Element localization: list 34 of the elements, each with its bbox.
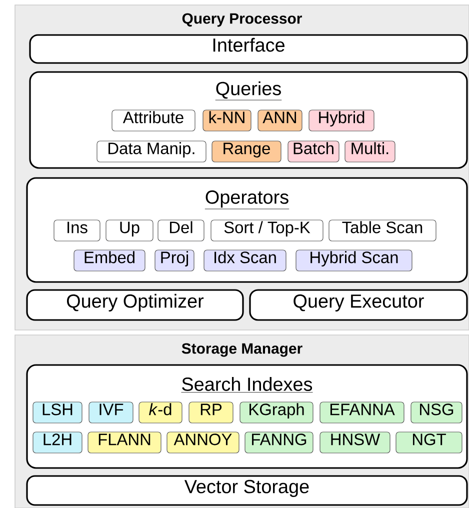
tag-chip: Sort / Top-K: [210, 220, 324, 242]
tag-chip: IVF: [88, 402, 134, 424]
tag-chip: Embed: [74, 250, 146, 272]
tag-chip: Ins: [54, 220, 100, 242]
tag-chip: Hybrid Scan: [296, 250, 412, 272]
tag-chip: k-d: [138, 402, 182, 424]
component-box: Query Optimizer: [26, 289, 244, 321]
tag-chip: HNSW: [320, 432, 390, 454]
component-box: Interface: [29, 34, 468, 64]
tag-chip: FANNG: [244, 432, 314, 454]
tag-chip: ANNOY: [166, 432, 240, 454]
tag-chip: NSG: [410, 402, 462, 424]
tag-chip: k-NN: [202, 110, 252, 132]
tag-chip: Del: [158, 220, 204, 242]
tag-chip: Batch: [288, 140, 340, 162]
tag-chip: Attribute: [112, 110, 196, 132]
tag-chip: ANN: [258, 110, 302, 132]
tag-chip: Idx Scan: [204, 250, 286, 272]
tag-chip: RP: [188, 402, 234, 424]
tag-chip: Proj: [154, 250, 194, 272]
tag-chip: EFANNA: [320, 402, 404, 424]
tag-chip: Hybrid: [308, 110, 374, 132]
tag-chip: L2H: [32, 432, 82, 454]
tag-chip: Table Scan: [328, 220, 436, 242]
tag-chip: KGraph: [240, 402, 314, 424]
tag-chip: LSH: [32, 402, 82, 424]
tag-chip: Multi.: [344, 140, 396, 162]
component-box: Vector Storage: [26, 475, 468, 506]
tag-chip: Data Manip.: [96, 140, 206, 162]
tag-chip: Range: [212, 140, 282, 162]
tag-chip: FLANN: [88, 432, 162, 454]
tag-chip: Up: [106, 220, 154, 242]
tag-chip: NGT: [396, 432, 462, 454]
component-box: Query Executor: [249, 289, 468, 321]
